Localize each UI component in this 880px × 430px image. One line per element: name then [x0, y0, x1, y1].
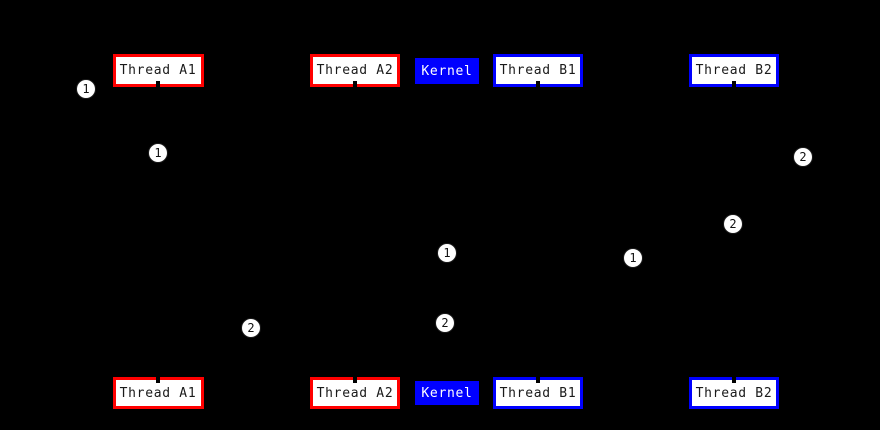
- lifeline-box-label: Thread B2: [695, 385, 773, 401]
- step-marker-number: 1: [443, 246, 451, 260]
- lifeline-stub: [732, 81, 736, 87]
- lifeline-stub: [536, 377, 540, 383]
- lifeline-box-bottom-thread-a2: Thread A2: [310, 377, 400, 409]
- lifeline-box-top-thread-a2: Thread A2: [310, 54, 400, 87]
- step-marker-6: 1: [623, 248, 643, 268]
- lifeline-box-bottom-thread-b2: Thread B2: [689, 377, 779, 409]
- step-marker-number: 2: [729, 217, 737, 231]
- lifeline-box-label: Thread A2: [316, 63, 394, 78]
- lifeline-stub: [536, 81, 540, 87]
- step-marker-8: 2: [241, 318, 261, 338]
- step-marker-1: 1: [76, 79, 96, 99]
- lifeline-box-bottom-thread-a1: Thread A1: [112, 377, 204, 409]
- step-marker-4: 2: [723, 214, 743, 234]
- lifeline-stub: [732, 377, 736, 383]
- lifeline-box-top-kernel: Kernel: [415, 58, 479, 84]
- lifeline-box-top-thread-b2: Thread B2: [689, 54, 779, 87]
- step-marker-number: 2: [799, 150, 807, 164]
- lifeline-box-label: Kernel: [421, 385, 473, 401]
- step-marker-number: 1: [629, 251, 637, 265]
- step-marker-3: 2: [793, 147, 813, 167]
- lifeline-box-label: Thread B1: [499, 385, 577, 401]
- step-marker-7: 2: [435, 313, 455, 333]
- lifeline-box-label: Thread B1: [499, 63, 577, 78]
- step-marker-number: 1: [154, 146, 162, 160]
- step-marker-5: 1: [437, 243, 457, 263]
- lifeline-box-label: Thread B2: [695, 63, 773, 78]
- lifeline-box-top-thread-a1: Thread A1: [112, 54, 204, 87]
- lifeline-box-label: Thread A1: [119, 385, 197, 401]
- lifeline-box-bottom-kernel: Kernel: [415, 381, 479, 405]
- lifeline-box-label: Thread A1: [119, 63, 197, 78]
- step-marker-number: 2: [247, 321, 255, 335]
- lifeline-stub: [353, 377, 357, 383]
- lifeline-stub: [156, 81, 160, 87]
- step-marker-number: 1: [82, 82, 90, 96]
- lifeline-stub: [353, 81, 357, 87]
- lifeline-box-label: Kernel: [421, 63, 473, 79]
- step-marker-2: 1: [148, 143, 168, 163]
- step-marker-number: 2: [441, 316, 449, 330]
- lifeline-box-label: Thread A2: [316, 385, 394, 401]
- lifeline-box-bottom-thread-b1: Thread B1: [493, 377, 583, 409]
- lifeline-box-top-thread-b1: Thread B1: [493, 54, 583, 87]
- lifeline-stub: [156, 377, 160, 383]
